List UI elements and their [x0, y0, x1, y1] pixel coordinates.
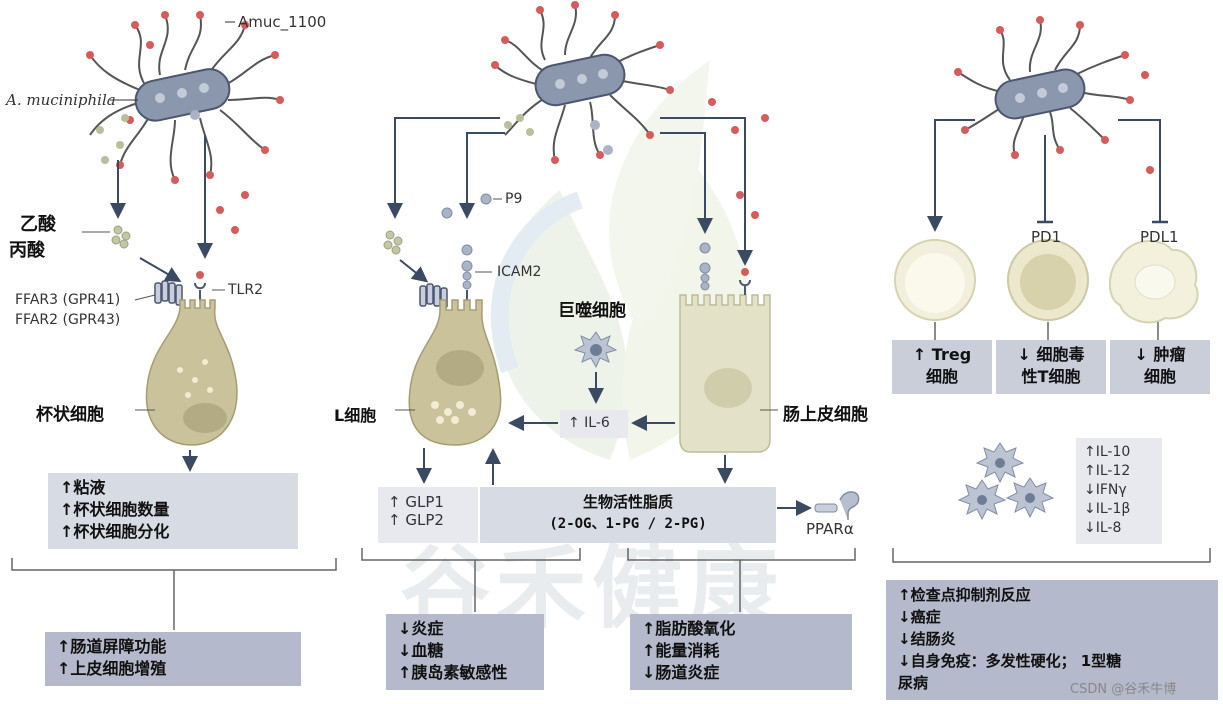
credit-label: CSDN @谷禾牛博	[1070, 682, 1177, 697]
cytokine-item: ↓IFNγ	[1084, 482, 1127, 498]
immune-outcome-item: ↓自身免疫：多发性硬化； 1型糖	[898, 652, 1122, 670]
treg-cell	[894, 239, 976, 321]
immune-outcome-box: ↑检查点抑制剂反应 ↓癌症 ↓结肠炎 ↓自身免疫：多发性硬化； 1型糖 尿病	[886, 580, 1218, 700]
cytokine-item: ↑IL-12	[1084, 463, 1131, 479]
glp-item: ↑ GLP2	[388, 511, 444, 529]
t-cell-line2: 性T细胞	[1021, 367, 1081, 386]
scfa-label-propionate: 丙酸	[9, 240, 45, 261]
t-cell-outcome-box: ↓ 细胞毒 性T细胞	[996, 340, 1106, 394]
macrophage-cluster	[957, 442, 1055, 521]
p9-label: P9	[505, 191, 523, 207]
barrier-outcome-item: ↑肠道屏障功能	[57, 637, 167, 656]
metabolic-outcome-item: ↑胰岛素敏感性	[398, 663, 508, 682]
goblet-cell	[145, 299, 238, 446]
glp-box: ↑ GLP1 ↑ GLP2	[378, 487, 478, 543]
icam2-receptor	[461, 244, 473, 290]
epithelial-cell-label: 肠上皮细胞	[783, 405, 868, 425]
lipid-outcome-box: ↑脂肪酸氧化 ↑能量消耗 ↓肠道炎症	[630, 614, 852, 690]
ffar-receptor-left	[154, 280, 183, 306]
barrier-outcome-box: ↑肠道屏障功能 ↑上皮细胞增殖	[45, 632, 301, 686]
scfa-label-acetate: 乙酸	[20, 214, 56, 235]
immune-outcome-item: ↑检查点抑制剂反应	[898, 586, 1031, 604]
cytotoxic-t-cell	[1007, 239, 1089, 321]
glp-item: ↑ GLP1	[388, 493, 444, 511]
immune-outcome-item: ↓结肠炎	[898, 630, 956, 648]
bacterium-middle	[491, 1, 769, 219]
cytokine-item: ↑IL-10	[1084, 444, 1131, 460]
pdl1-label: PDL1	[1140, 228, 1179, 246]
cytokine-box: ↑IL-10 ↑IL-12 ↓IFNγ ↓IL-1β ↓IL-8	[1076, 438, 1162, 544]
receptor-label-tlr2: TLR2	[228, 282, 263, 298]
macrophage-label: 巨噬细胞	[558, 301, 626, 321]
bioactive-lipids-sub: (2-OG、1-PG / 2-PG)	[549, 516, 707, 532]
metabolic-outcome-item: ↓血糖	[398, 641, 444, 660]
t-cell-line1: ↓ 细胞毒	[1017, 345, 1085, 364]
goblet-cell-label: 杯状细胞	[36, 405, 104, 425]
lipid-outcome-item: ↑能量消耗	[642, 641, 720, 660]
icam2-label: ICAM2	[497, 264, 542, 280]
intestinal-epithelial-cell	[679, 294, 771, 453]
treg-outcome-box: ↑ Treg 细胞	[892, 340, 992, 394]
ppar-receptor	[814, 491, 860, 520]
lipid-outcome-item: ↑脂肪酸氧化	[642, 619, 736, 638]
tlr2-receptor	[194, 282, 206, 300]
macrophage-middle	[573, 331, 618, 369]
protein-label-amuc1100: Amuc_1100	[238, 13, 327, 31]
il6-label: ↑ IL-6	[568, 415, 610, 431]
il6-box: ↑ IL-6	[560, 410, 628, 438]
tumor-line1: ↓ 肿瘤	[1134, 345, 1186, 364]
bioactive-lipids-box: 生物活性脂质 (2-OG、1-PG / 2-PG)	[480, 487, 776, 543]
tumor-cell	[1108, 239, 1199, 324]
goblet-effects-box: ↑粘液 ↑杯状细胞数量 ↑杯状细胞分化	[48, 473, 298, 549]
immune-outcome-item: 尿病	[898, 674, 929, 692]
l-cell-label: L细胞	[334, 406, 377, 425]
goblet-effect-item: ↑杯状细胞分化	[60, 522, 170, 541]
tumor-line2: 细胞	[1143, 367, 1176, 386]
receptor-label-ffar2: FFAR2 (GPR43)	[15, 312, 121, 328]
treg-line1: ↑ Treg	[912, 345, 972, 364]
immune-outcome-item: ↓癌症	[898, 608, 941, 626]
bacterium-name-label: A. muciniphila	[6, 91, 116, 109]
metabolic-outcome-item: ↓炎症	[398, 619, 444, 638]
ppar-alpha-label: PPARα	[806, 520, 854, 538]
l-cell	[408, 299, 502, 446]
treg-line2: 细胞	[925, 367, 958, 386]
receptor-label-ffar3: FFAR3 (GPR41)	[15, 292, 121, 308]
tumor-outcome-box: ↓ 肿瘤 细胞	[1110, 340, 1210, 394]
metabolic-outcome-box: ↓炎症 ↓血糖 ↑胰岛素敏感性	[386, 614, 544, 690]
barrier-outcome-item: ↑上皮细胞增殖	[57, 659, 167, 678]
bacterium-left	[86, 11, 284, 234]
bacterium-right	[954, 16, 1154, 174]
pd1-label: PD1	[1031, 228, 1062, 246]
bioactive-lipids-title: 生物活性脂质	[582, 493, 673, 511]
cytokine-item: ↓IL-8	[1084, 520, 1122, 536]
goblet-effect-item: ↑杯状细胞数量	[60, 500, 170, 519]
lipid-outcome-item: ↓肠道炎症	[642, 663, 720, 682]
epithelial-receptors	[699, 242, 711, 291]
cytokine-item: ↓IL-1β	[1084, 501, 1131, 517]
goblet-effect-item: ↑粘液	[60, 478, 106, 497]
